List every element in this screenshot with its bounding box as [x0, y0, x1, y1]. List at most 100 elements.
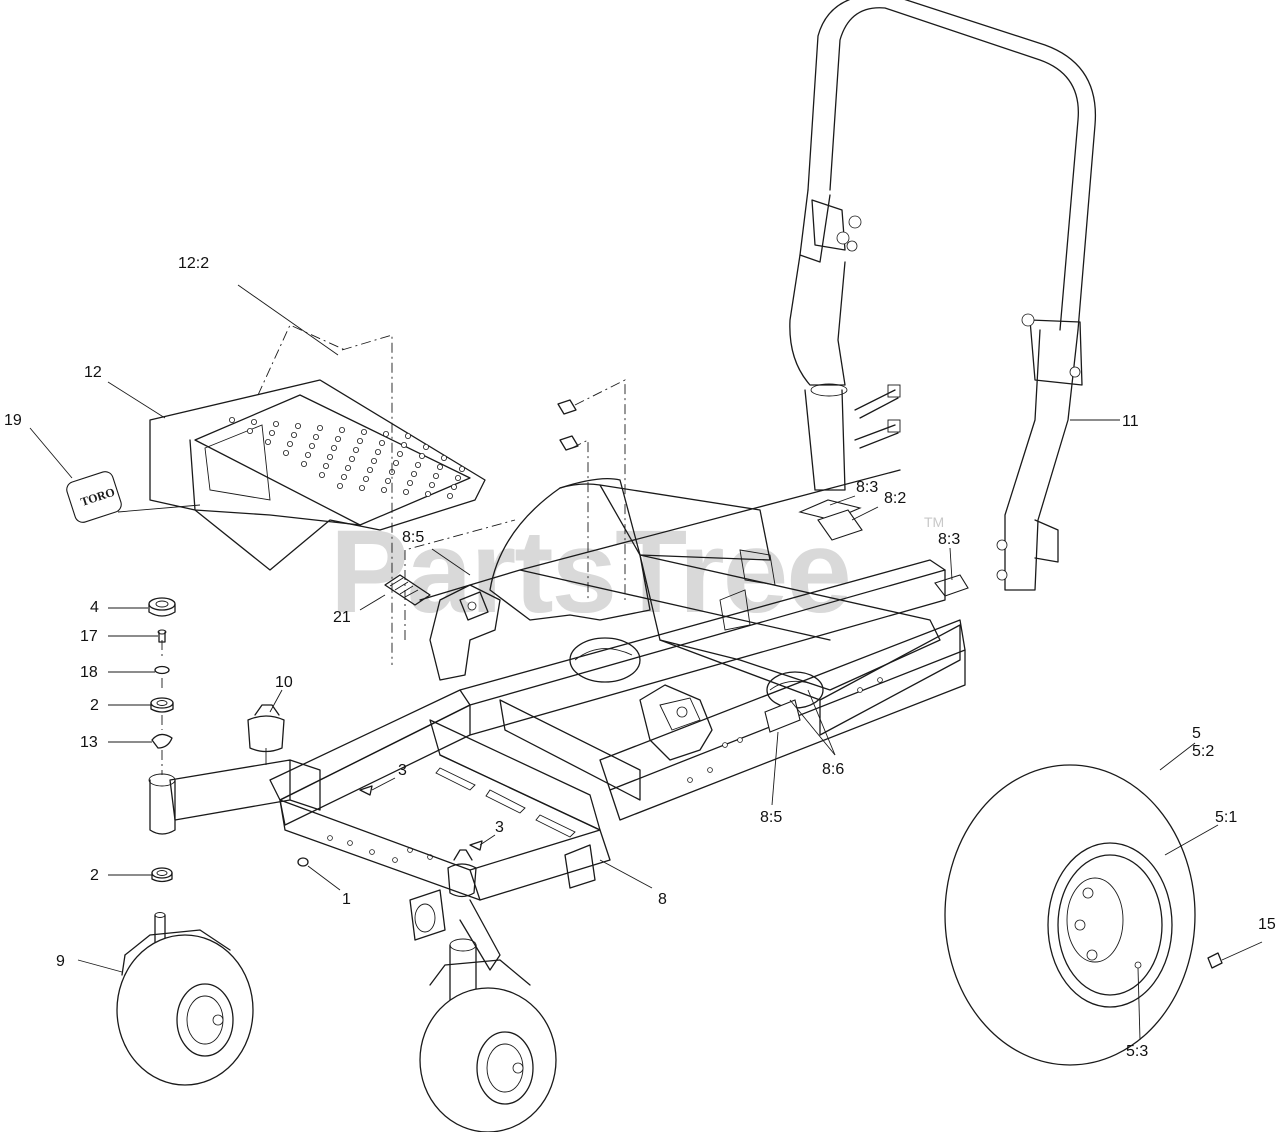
perforation-hole: [410, 470, 417, 477]
perforation-hole: [300, 460, 307, 467]
frame-hole: [369, 849, 375, 855]
perforation-hole: [402, 488, 409, 495]
bumper-10: [247, 704, 285, 765]
perforation-hole: [308, 442, 315, 449]
perforation-hole: [362, 475, 369, 482]
perforation-hole: [366, 466, 373, 473]
frame-hole: [707, 767, 713, 773]
perforation-hole: [290, 431, 297, 438]
roll-bar: [789, 0, 1097, 591]
callout-4: 4: [90, 599, 99, 616]
perforation-hole: [380, 486, 387, 493]
perforation-hole: [382, 430, 389, 437]
callout-13: 13: [80, 734, 98, 751]
perforation-hole: [450, 483, 457, 490]
fender-nuts: [557, 379, 626, 600]
caster-wheel-left: [116, 912, 254, 1086]
watermark: PartsTree TM: [330, 506, 944, 638]
perforation-hole: [294, 422, 301, 429]
callout-8-3-left: 8:3: [856, 479, 878, 496]
decal-8-5-bottom: [764, 699, 801, 733]
perforation-hole: [404, 432, 411, 439]
perforation-hole: [264, 438, 271, 445]
perforation-hole: [400, 441, 407, 448]
perforation-hole: [356, 437, 363, 444]
frame-hole: [877, 677, 883, 683]
perforation-hole: [428, 481, 435, 488]
perforation-hole: [246, 427, 253, 434]
perforation-hole: [370, 457, 377, 464]
perforation-hole: [340, 473, 347, 480]
perforation-hole: [250, 418, 257, 425]
callout-8-2: 8:2: [884, 490, 906, 507]
perforation-hole: [440, 454, 447, 461]
perforation-hole: [352, 446, 359, 453]
callout-3-right: 3: [495, 819, 504, 836]
perforation-hole: [316, 424, 323, 431]
callout-12-2: 12:2: [178, 255, 209, 272]
callout-8-3-right: 8:3: [938, 531, 960, 548]
callout-3-left: 3: [398, 762, 407, 779]
perforation-hole: [336, 482, 343, 489]
perforation-hole: [458, 465, 465, 472]
perforation-hole: [272, 420, 279, 427]
perforation-hole: [392, 459, 399, 466]
caster-stack: [148, 597, 176, 883]
callout-15: 15: [1258, 916, 1276, 933]
perforation-hole: [384, 477, 391, 484]
perforation-hole: [344, 464, 351, 471]
grip: [384, 574, 431, 606]
callout-19: 19: [4, 412, 22, 429]
perforation-hole: [348, 455, 355, 462]
callout-10: 10: [275, 674, 293, 691]
caster-wheel-right: [419, 959, 557, 1132]
leader-lines: [29, 284, 1263, 1041]
callout-5-2: 5:2: [1192, 743, 1214, 760]
perforation-hole: [432, 472, 439, 479]
callout-2-top: 2: [90, 697, 99, 714]
perforation-hole: [282, 449, 289, 456]
callout-8: 8: [658, 891, 667, 908]
callout-2-bottom: 2: [90, 867, 99, 884]
perforation-hole: [304, 451, 311, 458]
perforation-hole: [422, 443, 429, 450]
callout-12: 12: [84, 364, 102, 381]
perforation-hole: [374, 448, 381, 455]
perforation-hole: [360, 428, 367, 435]
callout-8-5-top: 8:5: [402, 529, 424, 546]
frame-hole: [392, 857, 398, 863]
decal-8-2: [817, 509, 863, 541]
decals-rear: [798, 499, 969, 597]
callout-8-5-bottom: 8:5: [760, 809, 782, 826]
callout-9: 9: [56, 953, 65, 970]
callout-18: 18: [80, 664, 98, 681]
callout-5: 5: [1192, 725, 1201, 742]
callout-8-6: 8:6: [822, 761, 844, 778]
perforation-hole: [326, 453, 333, 460]
perforation-hole: [322, 462, 329, 469]
frame-hole: [857, 687, 863, 693]
perforation-hole: [228, 416, 235, 423]
callout-5-1: 5:1: [1215, 809, 1237, 826]
frame-holes: [327, 677, 883, 863]
watermark-text: PartsTree: [330, 506, 850, 638]
perforation-hole: [424, 490, 431, 497]
perforation-hole: [338, 426, 345, 433]
perforation-hole: [378, 439, 385, 446]
toro-decal: TORO: [66, 471, 201, 523]
screws-3: [359, 785, 483, 851]
frame-hole: [327, 835, 333, 841]
perforation-hole: [318, 471, 325, 478]
callout-5-3: 5:3: [1126, 1043, 1148, 1060]
perforation-hole: [286, 440, 293, 447]
nut-1: [297, 857, 309, 867]
callout-17: 17: [80, 628, 98, 645]
frame-hole: [347, 840, 353, 846]
foot-plate-holes: [228, 416, 465, 499]
perforation-hole: [358, 484, 365, 491]
perforation-hole: [406, 479, 413, 486]
perforation-hole: [418, 452, 425, 459]
perforation-hole: [330, 444, 337, 451]
frame-hole: [722, 742, 728, 748]
perforation-hole: [454, 474, 461, 481]
